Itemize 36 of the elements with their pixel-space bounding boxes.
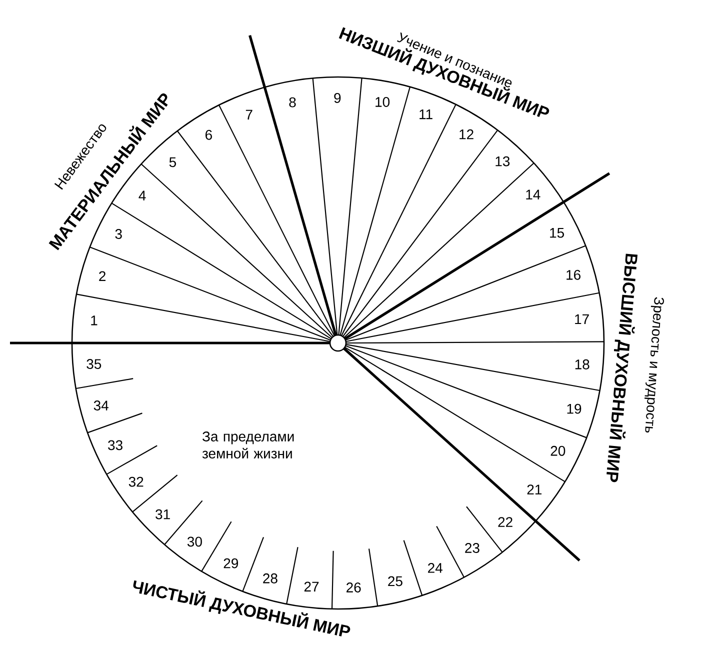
sector-number: 15 [550,228,564,238]
sector-number: 17 [575,314,589,324]
sector-number: 29 [224,558,238,568]
sector-number: 23 [465,543,480,553]
sector-number: 33 [108,440,122,450]
sector-number: 14 [526,190,540,200]
sector-number: 27 [304,582,319,592]
sector-number: 18 [575,359,590,370]
sector-number: 2 [99,271,106,281]
sector-number: 5 [169,157,176,168]
sector-number: 6 [206,130,212,140]
sector-number: 9 [334,93,341,103]
sector-number: 35 [86,359,102,369]
sector-number: 1 [91,316,98,326]
sector-number: 12 [460,129,474,140]
sector-number: 10 [376,97,390,107]
sector-number: 21 [527,484,542,494]
sector-number: 28 [263,573,278,584]
world-label: ВЫСШИЙ ДУХОВНЫЙ МИР [606,254,638,482]
sector-number: 25 [388,576,402,586]
sector-number: 19 [567,404,582,414]
sector-number: 34 [94,400,108,410]
sector-number: 11 [420,109,432,120]
sector-number: 8 [289,97,296,108]
sector-number: 7 [246,110,252,120]
sector-number: 26 [346,582,361,592]
sector-number: 13 [496,156,510,166]
center-text: За пределами земной жизни [202,432,294,458]
stage-label: Зрелость и мудрость [644,297,664,433]
sector-number: 32 [128,476,144,487]
sector-number: 31 [156,509,170,520]
sector-number: 24 [428,563,442,573]
sector-number: 22 [498,517,512,527]
sector-number: 30 [187,536,202,547]
sector-number: 20 [550,446,566,456]
sector-number: 16 [566,270,580,280]
